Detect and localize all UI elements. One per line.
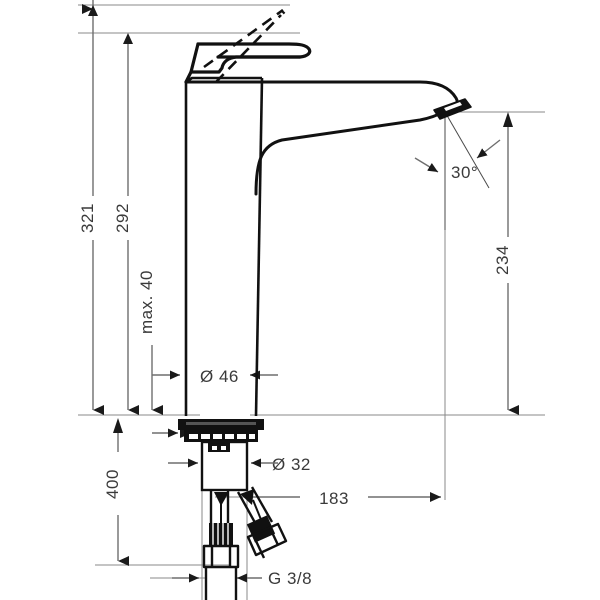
fixing-nut-body (208, 442, 230, 452)
gasket-ring (184, 430, 258, 442)
dim-label-30deg: 30° (451, 163, 478, 182)
outlet-pipe (204, 567, 238, 600)
hose-crimp-left (209, 523, 233, 545)
dim-label-400: 400 (103, 469, 122, 499)
gasket-tooth (237, 434, 246, 439)
dim-label-g38: G 3/8 (268, 569, 312, 588)
fixing-nut (208, 442, 230, 452)
arrow-234-top (503, 112, 513, 127)
connector-nut-right (246, 522, 288, 557)
dim-label-d46: Ø 46 (200, 367, 239, 386)
dimension-labels: 321 292 max. 40 234 400 Ø 46 Ø 32 183 G … (78, 163, 512, 588)
lever-handle-open-outline (280, 9, 286, 15)
body-right-edge (254, 77, 264, 417)
gasket-tooth (225, 434, 234, 439)
arrow-321-top (88, 5, 98, 16)
aerator-body (433, 98, 472, 120)
gasket-teeth (189, 434, 255, 439)
lever-dashed-upper (203, 8, 284, 69)
dim-label-321: 321 (78, 203, 97, 233)
hose-crimp-left-ridges (212, 523, 229, 545)
arrow-400-top (113, 418, 123, 433)
connector-nut-left-inner (210, 546, 232, 567)
escutcheon-bar-inner (186, 422, 256, 425)
dim-label-234: 234 (493, 245, 512, 275)
lever-dashed-tip (280, 9, 286, 15)
supply-hoses (209, 486, 274, 529)
faucet-body (184, 76, 264, 417)
angle-30-annotation (414, 111, 501, 230)
hose-detail-arrows (214, 489, 254, 506)
hose-crimps (209, 515, 276, 545)
hose-right-outline-2 (250, 486, 274, 523)
fixing-nut-slot-right (221, 446, 226, 450)
connector-nut-left (202, 544, 240, 569)
outlet-pipe-body (204, 567, 238, 600)
aerator-inner-notch (444, 102, 462, 111)
hose-crimp-right (246, 515, 276, 543)
gasket-tooth (189, 434, 198, 439)
arrowline-30-left (414, 157, 439, 173)
aerator-outlet (433, 98, 472, 120)
gasket-tooth (249, 434, 255, 439)
gasket-tooth (201, 434, 210, 439)
shank-block (200, 440, 249, 492)
dim-label-d32: Ø 32 (272, 455, 311, 474)
arrow-292-top (123, 33, 133, 44)
hose-arrow-left (214, 492, 229, 506)
arrowline-30-right (476, 139, 501, 159)
spout (184, 80, 459, 196)
escutcheon-plate (178, 419, 264, 430)
dimension-lines (82, 0, 519, 566)
dim-label-292: 292 (113, 203, 132, 233)
lever-top-surface (196, 42, 312, 59)
spout-top-edge (184, 80, 459, 112)
lever-handle-open-position (203, 8, 284, 83)
connector-nut-right-inner (254, 527, 280, 559)
dim-label-183: 183 (319, 489, 349, 508)
dim-label-max40: max. 40 (137, 270, 156, 334)
hose-arrow-right (240, 489, 254, 505)
connector-nuts (202, 522, 288, 569)
gasket-tooth (213, 434, 222, 439)
spout-bottom-edge (254, 110, 445, 196)
fixing-nut-slot-left (212, 446, 217, 450)
angle-leg-slanted (444, 111, 490, 189)
lever-dashed-lower (215, 14, 282, 83)
lever-body-profile (189, 42, 302, 74)
shank-body (200, 440, 249, 492)
